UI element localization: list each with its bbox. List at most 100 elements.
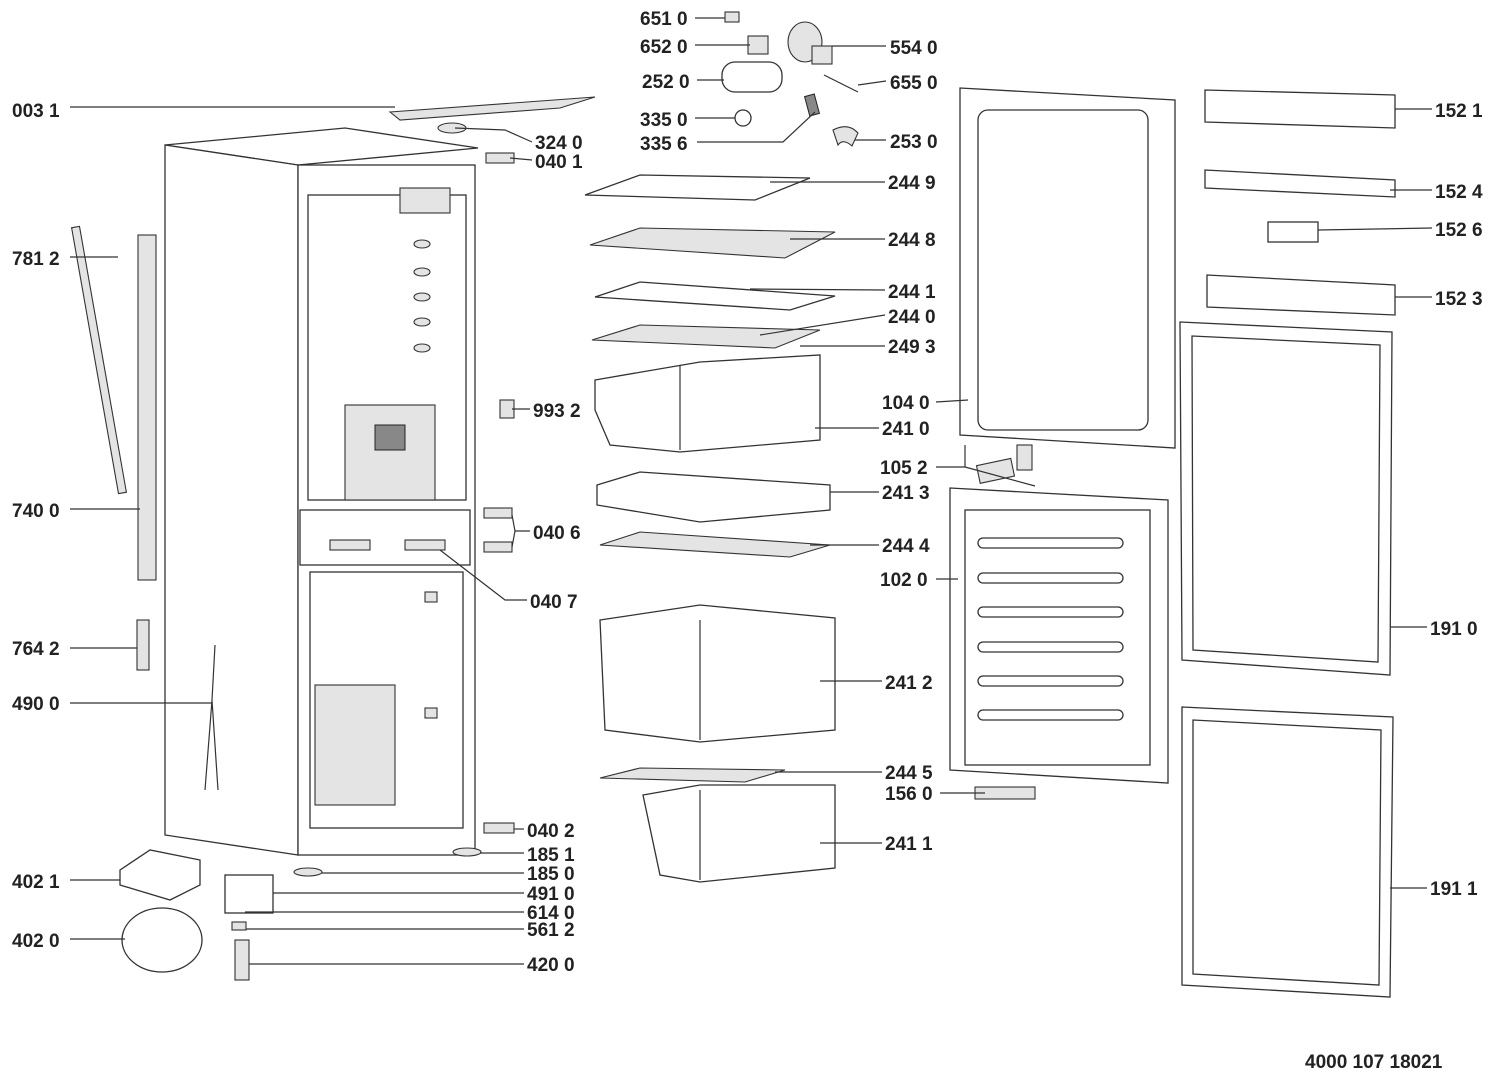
compressor (121, 907, 203, 973)
part-number-label: 040 2 (527, 821, 575, 842)
part-number-label: 241 0 (882, 419, 930, 440)
part-number-label: 040 6 (533, 523, 581, 544)
hinge-040-6a (483, 507, 513, 519)
sensor-655 (823, 74, 859, 93)
leader-line (439, 549, 527, 601)
part-number-label: 335 6 (640, 134, 688, 155)
part-number-label: 241 2 (885, 673, 933, 694)
bin-152-4 (1204, 169, 1396, 198)
shelf-244-8 (589, 227, 836, 259)
part-185-1 (452, 847, 482, 857)
drawer-241-2 (599, 604, 836, 743)
part-number-label: 335 0 (640, 110, 688, 131)
lamp-651 (724, 11, 740, 23)
relay-491 (224, 874, 274, 914)
drawer-241-0 (594, 354, 821, 453)
part-993 (499, 399, 515, 419)
part-185-0 (293, 867, 323, 877)
part-number-label: 993 2 (533, 401, 581, 422)
bin-152-6 (1267, 221, 1319, 243)
bin-152-3 (1206, 274, 1396, 316)
part-number-label: 105 2 (880, 458, 928, 479)
part-number-label: 102 0 (880, 570, 928, 591)
part-number-label: 244 5 (885, 763, 933, 784)
part-number-label: 152 6 (1435, 220, 1483, 241)
leader-line (936, 445, 1036, 487)
hinge-105-2a (975, 457, 1016, 484)
part-number-label: 156 0 (885, 784, 933, 805)
part-number-label: 104 0 (882, 393, 930, 414)
part-number-label: 152 4 (1435, 182, 1483, 203)
part-number-label: 244 9 (888, 173, 936, 194)
part-number-label: 253 0 (890, 132, 938, 153)
part-number-label: 420 0 (527, 955, 575, 976)
capacitor-420 (234, 939, 250, 981)
door-191-0 (1179, 321, 1393, 676)
document-code: 4000 107 18021 (1305, 1052, 1443, 1073)
part-number-label: 152 1 (1435, 101, 1483, 122)
leader-line (935, 399, 969, 403)
part-number-label: 561 2 (527, 920, 575, 941)
light-housing-252 (721, 61, 783, 93)
part-number-label: 191 0 (1430, 619, 1478, 640)
part-number-label: 185 1 (527, 845, 575, 866)
power-cord (204, 644, 219, 791)
leader-line (697, 111, 816, 143)
shelf-244-1 (594, 281, 836, 311)
part-number-label: 655 0 (890, 73, 938, 94)
leader-line (1317, 227, 1433, 231)
part-number-label: 491 0 (527, 884, 575, 905)
part-number-label: 244 1 (888, 282, 936, 303)
part-number-label: 040 7 (530, 592, 578, 613)
part-number-label: 152 3 (1435, 289, 1483, 310)
part-561 (231, 921, 247, 931)
drawer-241-1 (642, 784, 836, 883)
filter-764 (136, 619, 150, 671)
part-number-label: 244 0 (888, 307, 936, 328)
fridge-inner-door (959, 87, 1176, 449)
part-number-label: 040 1 (535, 152, 583, 173)
part-402-1 (119, 849, 201, 901)
part-number-label: 651 0 (640, 9, 688, 30)
socket-652 (747, 35, 769, 55)
part-number-label: 003 1 (12, 101, 60, 122)
part-number-label: 554 0 (890, 38, 938, 59)
part-number-label: 324 0 (535, 133, 583, 154)
hinge-top (485, 152, 515, 164)
thermostat-554 (811, 45, 833, 65)
shelf-244-4 (599, 531, 831, 558)
part-number-label: 185 0 (527, 864, 575, 885)
leader-line (759, 314, 886, 336)
tube-781 (70, 225, 128, 495)
bin-152-1 (1204, 89, 1396, 129)
freezer-inner-door (949, 487, 1169, 784)
hinge-105-2b (1016, 444, 1033, 471)
part-number-label: 764 2 (12, 639, 60, 660)
part-number-label: 244 8 (888, 230, 936, 251)
cabinet (164, 127, 479, 856)
leader-line (509, 157, 533, 161)
part-number-label: 740 0 (12, 501, 60, 522)
part-number-label: 191 1 (1430, 879, 1478, 900)
shelf-249-3 (591, 324, 821, 349)
part-number-label: 490 0 (12, 694, 60, 715)
part-number-label: 249 3 (888, 337, 936, 358)
part-number-label: 244 4 (882, 536, 930, 557)
knob-335 (734, 109, 752, 127)
spring-335-6 (803, 93, 821, 117)
part-number-label: 402 1 (12, 872, 60, 893)
condenser (137, 234, 157, 581)
shelf-244-9 (584, 174, 811, 201)
part-number-label: 241 1 (885, 834, 933, 855)
part-number-label: 652 0 (640, 37, 688, 58)
part-number-label: 241 3 (882, 483, 930, 504)
door-191-1 (1181, 706, 1394, 998)
part-number-label: 252 0 (642, 72, 690, 93)
hinge-040-6b (483, 541, 513, 553)
leader-line (857, 80, 887, 86)
part-number-label: 402 0 (12, 931, 60, 952)
shelf-244-5 (599, 767, 786, 783)
